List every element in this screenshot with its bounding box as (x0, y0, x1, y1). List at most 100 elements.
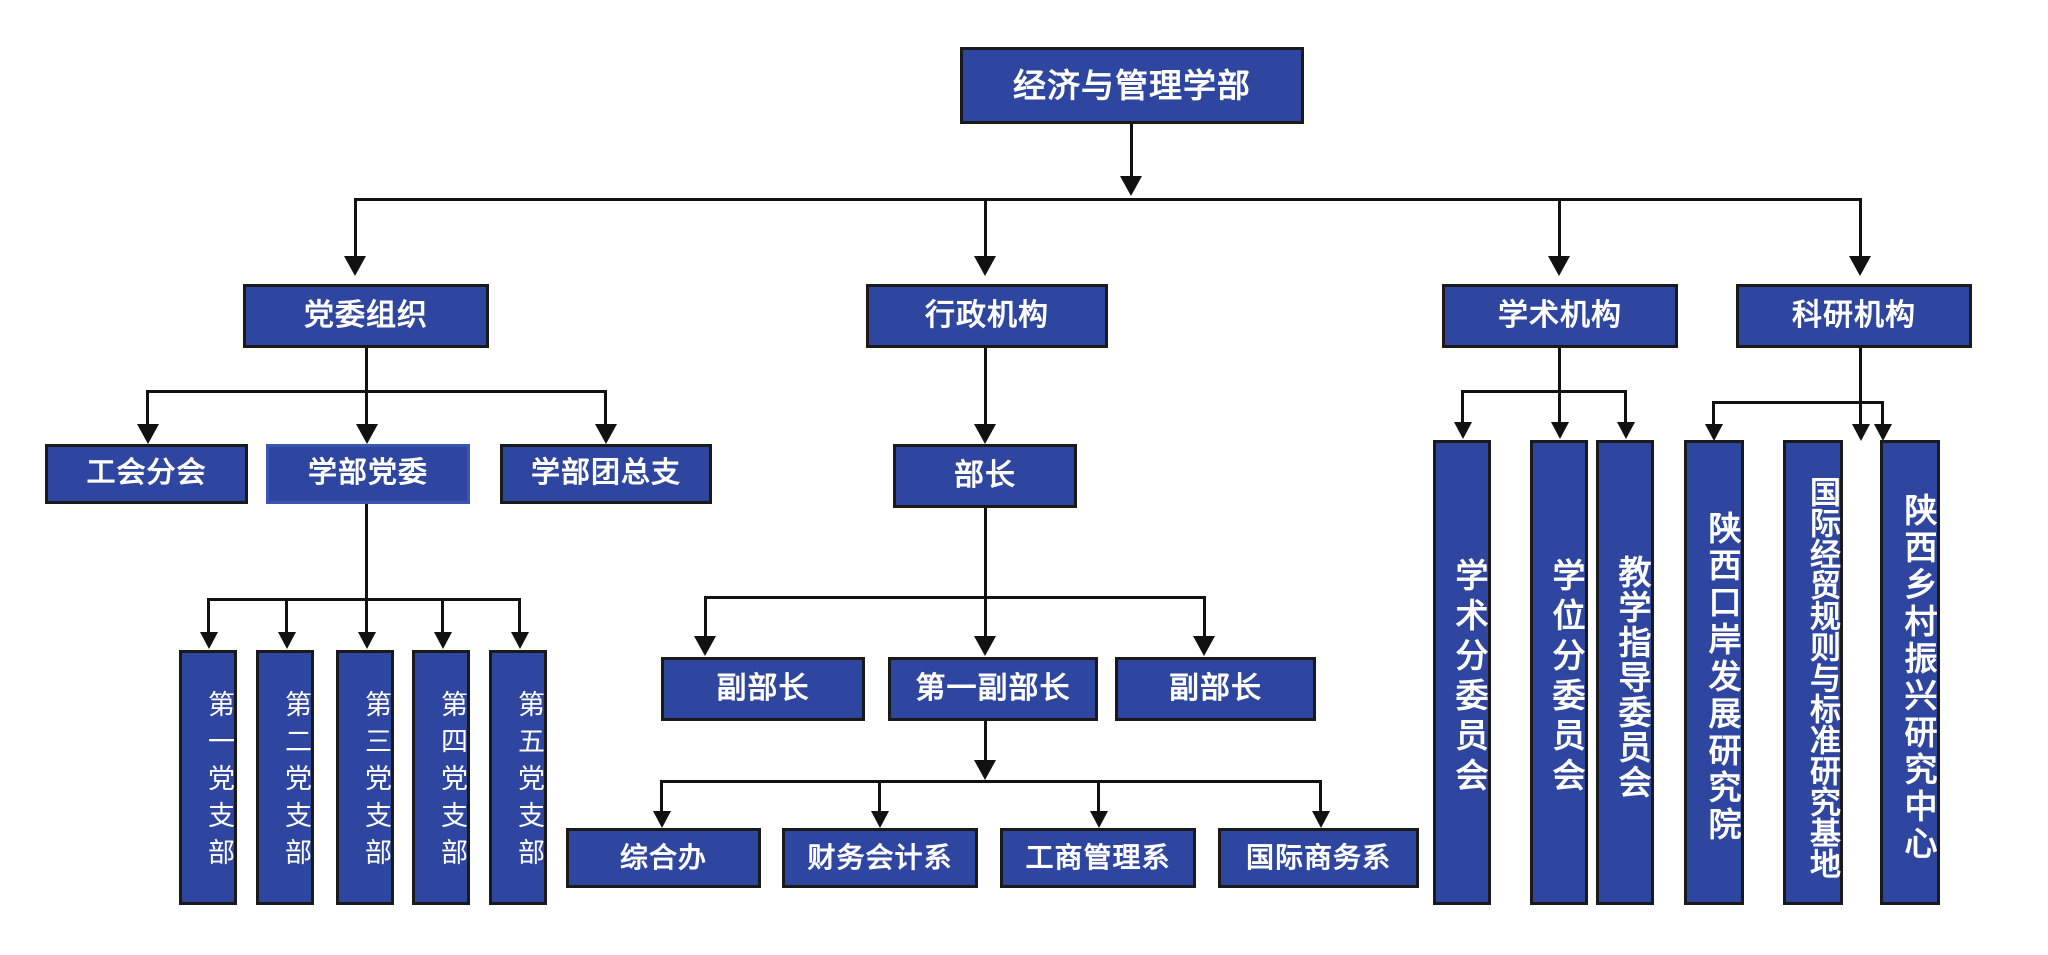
arrow-to-party-branch-3 (358, 632, 376, 649)
node-party-branch-2[interactable]: 第二党支部 (256, 650, 314, 905)
node-deputy-left[interactable]: 副部长 (661, 657, 865, 721)
node-rural-center-label: 陕西乡村振兴研究中心 (1900, 492, 1937, 863)
connector-branch-drop-5 (518, 598, 521, 634)
connector-academic-bus (1461, 390, 1626, 393)
node-branch-academic[interactable]: 学术机构 (1442, 284, 1678, 348)
node-party-branch-4-label: 第四党支部 (437, 690, 467, 875)
node-party-branch-4[interactable]: 第四党支部 (412, 650, 470, 905)
arrow-to-teaching-committee (1617, 422, 1635, 439)
node-union-branch-label: 工会分会 (86, 457, 207, 490)
connector-academic-drop-2 (1558, 390, 1561, 424)
connector-deputy-drop-2 (984, 596, 987, 640)
arrow-to-port-institute (1705, 424, 1723, 441)
connector-academic-drop-3 (1624, 390, 1627, 424)
node-director[interactable]: 部长 (893, 444, 1077, 508)
arrow-to-union-branch (137, 424, 159, 444)
connector-drop-admin (984, 198, 987, 260)
node-teaching-committee-label: 教学指导委员会 (1614, 555, 1651, 800)
arrow-to-director (974, 424, 996, 444)
connector-dept-drop-1 (660, 780, 663, 813)
node-party-branch-3[interactable]: 第三党支部 (336, 650, 394, 905)
connector-party-bus (146, 390, 606, 393)
arrow-root-to-bus (1120, 176, 1142, 196)
node-party-branch-1-label: 第一党支部 (204, 690, 234, 875)
node-deputy-right[interactable]: 副部长 (1115, 657, 1316, 721)
node-faculty-party-committee[interactable]: 学部党委 (266, 444, 470, 504)
node-party-branch-1[interactable]: 第一党支部 (179, 650, 237, 905)
connector-departments-stem (984, 721, 987, 763)
node-faculty-party-committee-label: 学部党委 (307, 457, 428, 490)
node-teaching-committee[interactable]: 教学指导委员会 (1596, 440, 1654, 905)
node-deputy-right-label: 副部长 (1169, 671, 1262, 705)
node-first-deputy-label: 第一副部长 (915, 671, 1071, 705)
node-root[interactable]: 经济与管理学部 (960, 47, 1304, 124)
connector-deputy-bus (704, 596, 1206, 599)
node-port-institute-label: 陕西口岸发展研究院 (1704, 511, 1741, 844)
arrow-to-intl-business (1312, 811, 1330, 828)
connector-branch-drop-3 (365, 598, 368, 634)
node-branch-research-label: 科研机构 (1792, 298, 1916, 332)
arrow-to-admin (974, 256, 996, 276)
node-root-label: 经济与管理学部 (1013, 66, 1251, 104)
connector-party-branch-stem (365, 504, 368, 600)
node-trade-rules-base[interactable]: 国际经贸规则与标准研究基地 (1783, 440, 1843, 905)
node-dept-business-admin-label: 工商管理系 (1025, 841, 1171, 873)
connector-party-drop-1 (146, 390, 149, 427)
node-degree-committee-label: 学位分委员会 (1548, 557, 1585, 798)
node-dept-general-office[interactable]: 综合办 (566, 828, 761, 888)
arrow-first-deputy-to-bus (974, 760, 996, 780)
node-union-branch[interactable]: 工会分会 (45, 444, 248, 504)
node-dept-finance-accounting-label: 财务会计系 (807, 841, 953, 873)
node-port-institute[interactable]: 陕西口岸发展研究院 (1684, 440, 1744, 905)
arrow-to-party-branch-5 (511, 632, 529, 649)
arrow-to-youth-league (595, 424, 617, 444)
connector-research-drop-3 (1881, 401, 1884, 426)
node-youth-league-branch[interactable]: 学部团总支 (500, 444, 712, 504)
node-dept-finance-accounting[interactable]: 财务会计系 (782, 828, 978, 888)
connector-deputy-drop-3 (1203, 596, 1206, 640)
node-branch-admin-label: 行政机构 (925, 298, 1049, 332)
connector-branch-drop-2 (285, 598, 288, 634)
connector-drop-academic (1558, 198, 1561, 260)
node-director-label: 部长 (954, 458, 1016, 492)
connector-main-bus (354, 198, 1862, 201)
connector-academic-drop-1 (1461, 390, 1464, 424)
arrow-to-academic (1548, 256, 1570, 276)
arrow-to-business-admin (1090, 811, 1108, 828)
node-party-branch-2-label: 第二党支部 (281, 690, 311, 875)
arrow-to-research (1849, 256, 1871, 276)
connector-party-stem (365, 348, 368, 392)
connector-deputy-drop-1 (704, 596, 707, 640)
connector-research-drop-1 (1712, 401, 1715, 426)
node-dept-intl-business[interactable]: 国际商务系 (1218, 828, 1419, 888)
node-branch-party[interactable]: 党委组织 (243, 284, 489, 348)
connector-branch-drop-4 (441, 598, 444, 634)
node-dept-intl-business-label: 国际商务系 (1245, 841, 1391, 873)
node-branch-research[interactable]: 科研机构 (1736, 284, 1972, 348)
arrow-to-academic-committee (1454, 422, 1472, 439)
node-party-branch-5[interactable]: 第五党支部 (489, 650, 547, 905)
node-first-deputy[interactable]: 第一副部长 (888, 657, 1098, 721)
arrow-to-faculty-party-committee (356, 424, 378, 444)
node-degree-committee[interactable]: 学位分委员会 (1530, 440, 1588, 905)
arrow-to-trade-rules-base (1852, 424, 1870, 441)
connector-research-drop-2 (1859, 401, 1862, 426)
node-academic-committee[interactable]: 学术分委员会 (1433, 440, 1491, 905)
arrow-to-party-branch-2 (278, 632, 296, 649)
node-dept-business-admin[interactable]: 工商管理系 (1000, 828, 1196, 888)
node-academic-committee-label: 学术分委员会 (1451, 557, 1488, 798)
node-rural-center[interactable]: 陕西乡村振兴研究中心 (1880, 440, 1940, 905)
arrow-to-degree-committee (1551, 422, 1569, 439)
node-dept-general-office-label: 综合办 (619, 841, 707, 873)
arrow-to-finance-accounting (871, 811, 889, 828)
node-youth-league-branch-label: 学部团总支 (530, 457, 681, 490)
node-branch-admin[interactable]: 行政机构 (866, 284, 1108, 348)
connector-director-stem (984, 508, 987, 598)
node-party-branch-5-label: 第五党支部 (514, 690, 544, 875)
connector-drop-party (354, 198, 357, 260)
connector-dept-drop-4 (1319, 780, 1322, 813)
node-deputy-left-label: 副部长 (716, 671, 810, 705)
connector-root-stem (1130, 124, 1133, 180)
connector-dept-drop-2 (878, 780, 881, 813)
